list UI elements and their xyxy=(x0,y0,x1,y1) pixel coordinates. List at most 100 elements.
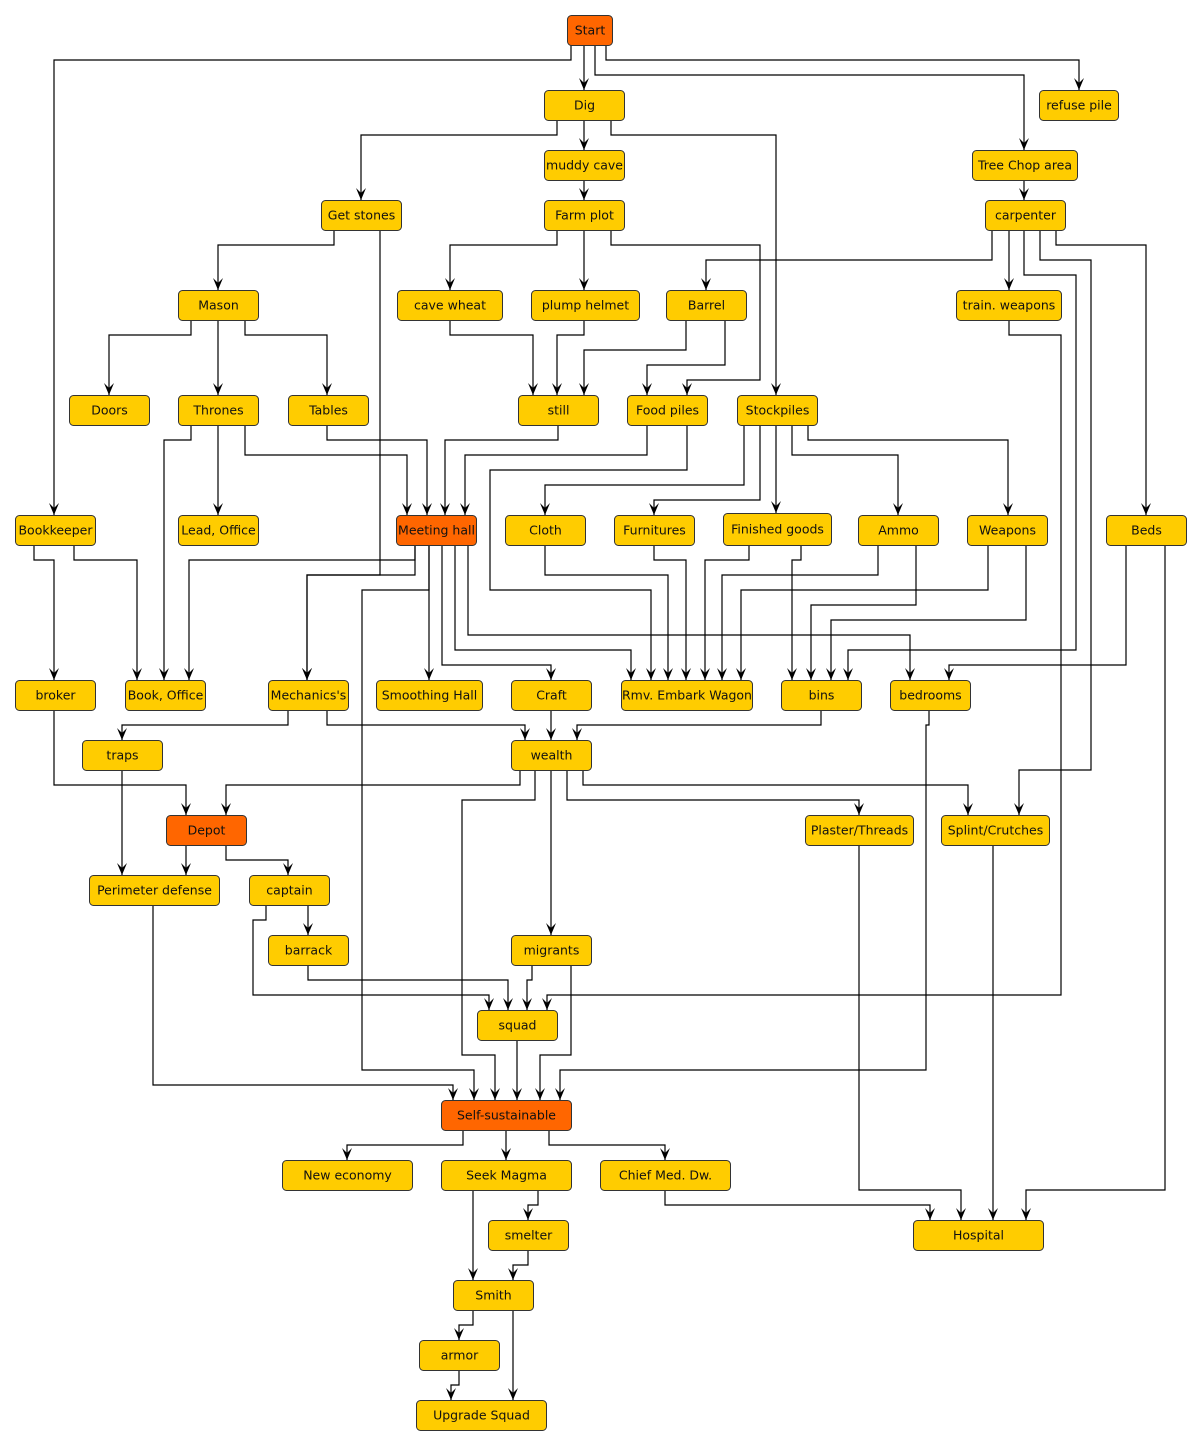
node-box xyxy=(268,935,349,966)
node-box xyxy=(419,1340,500,1371)
node-ammo[interactable]: Ammo xyxy=(858,515,939,546)
edge-bookkeeper-to-bookoffice xyxy=(73,545,138,680)
node-wealth[interactable]: wealth xyxy=(511,740,592,771)
arrowhead-icon xyxy=(663,668,673,680)
node-traps[interactable]: traps xyxy=(82,740,163,771)
node-thrones[interactable]: Thrones xyxy=(178,395,259,426)
node-box xyxy=(249,875,330,906)
edge-cloth-to-rmv xyxy=(544,545,669,680)
node-smelter[interactable]: smelter xyxy=(488,1220,569,1251)
node-muddy[interactable]: muddy cave xyxy=(544,150,625,181)
node-squad[interactable]: squad xyxy=(477,1010,558,1041)
arrowhead-icon xyxy=(552,383,562,395)
edge-start-to-bookkeeper xyxy=(53,45,572,515)
arrowhead-icon xyxy=(1019,138,1029,150)
node-box xyxy=(941,815,1050,846)
arrowhead-icon xyxy=(49,668,59,680)
node-plump[interactable]: plump helmet xyxy=(531,290,640,321)
node-leadoffice[interactable]: Lead, Office xyxy=(178,515,259,546)
node-mechanics[interactable]: Mechanics's xyxy=(268,680,349,711)
node-bookkeeper[interactable]: Bookkeeper xyxy=(15,515,96,546)
node-box xyxy=(125,680,206,711)
node-armor[interactable]: armor xyxy=(419,1340,500,1371)
edge-bins-to-wealth xyxy=(576,710,822,740)
node-broker[interactable]: broker xyxy=(15,680,96,711)
node-chiefmed[interactable]: Chief Med. Dw. xyxy=(600,1160,731,1191)
arrowhead-icon xyxy=(503,998,513,1010)
node-stockpiles[interactable]: Stockpiles xyxy=(737,395,818,426)
node-label: Perimeter defense xyxy=(97,883,212,898)
node-barrack[interactable]: barrack xyxy=(268,935,349,966)
node-captain[interactable]: captain xyxy=(249,875,330,906)
node-start[interactable]: Start xyxy=(567,15,613,46)
node-box xyxy=(567,15,613,46)
node-bins[interactable]: bins xyxy=(781,680,862,711)
arrowhead-icon xyxy=(681,668,691,680)
edge-meeting-to-selfsust xyxy=(361,545,475,1100)
node-neweco[interactable]: New economy xyxy=(282,1160,413,1191)
node-upgrade[interactable]: Upgrade Squad xyxy=(416,1400,547,1431)
node-hospital[interactable]: Hospital xyxy=(913,1220,1044,1251)
node-treechop[interactable]: Tree Chop area xyxy=(972,150,1078,181)
node-bookoffice[interactable]: Book, Office xyxy=(125,680,206,711)
node-cavewheat[interactable]: cave wheat xyxy=(397,290,503,321)
node-beds[interactable]: Beds xyxy=(1106,515,1187,546)
node-rmv[interactable]: Rmv. Embark Wagon xyxy=(621,680,753,711)
node-box xyxy=(511,680,592,711)
node-furnitures[interactable]: Furnitures xyxy=(614,515,695,546)
node-carpenter[interactable]: carpenter xyxy=(985,200,1066,231)
node-label: still xyxy=(548,403,570,418)
node-label: Finished goods xyxy=(731,522,824,537)
node-finished[interactable]: Finished goods xyxy=(723,513,832,546)
node-box xyxy=(967,515,1048,546)
node-magma[interactable]: Seek Magma xyxy=(441,1160,572,1191)
node-splint[interactable]: Splint/Crutches xyxy=(941,815,1050,846)
node-label: Thrones xyxy=(192,403,243,418)
node-box xyxy=(544,150,625,181)
node-label: Plaster/Threads xyxy=(811,823,908,838)
edge-beds-to-hospital xyxy=(1025,545,1166,1220)
node-label: Food piles xyxy=(636,403,699,418)
arrowhead-icon xyxy=(572,728,582,740)
node-smith[interactable]: Smith xyxy=(453,1280,534,1311)
node-depot[interactable]: Depot xyxy=(166,815,247,846)
node-trainw[interactable]: train. weapons xyxy=(956,290,1062,321)
edge-carpenter-to-splint xyxy=(1018,230,1092,815)
node-label: Dig xyxy=(574,98,595,113)
node-bedrooms[interactable]: bedrooms xyxy=(890,680,971,711)
node-doors[interactable]: Doors xyxy=(69,395,150,426)
arrowhead-icon xyxy=(181,803,191,815)
node-label: squad xyxy=(499,1018,537,1033)
node-smoothing[interactable]: Smoothing Hall xyxy=(376,680,483,711)
node-foodpiles[interactable]: Food piles xyxy=(627,395,708,426)
edge-dig-to-getstones xyxy=(360,120,558,200)
node-weapons[interactable]: Weapons xyxy=(967,515,1048,546)
node-still[interactable]: still xyxy=(518,395,599,426)
node-box xyxy=(178,395,259,426)
node-label: plump helmet xyxy=(542,298,629,313)
node-dig[interactable]: Dig xyxy=(544,90,625,121)
arrowhead-icon xyxy=(787,668,797,680)
node-box xyxy=(531,290,640,321)
node-perimeter[interactable]: Perimeter defense xyxy=(89,875,220,906)
node-migrants[interactable]: migrants xyxy=(511,935,592,966)
node-box xyxy=(453,1280,534,1311)
node-craft[interactable]: Craft xyxy=(511,680,592,711)
node-tables[interactable]: Tables xyxy=(288,395,369,426)
arrowhead-icon xyxy=(469,1088,479,1100)
node-getstones[interactable]: Get stones xyxy=(321,200,402,231)
node-selfsust[interactable]: Self-sustainable xyxy=(441,1100,572,1131)
node-label: Weapons xyxy=(979,523,1036,538)
node-refuse[interactable]: refuse pile xyxy=(1039,90,1119,121)
node-meeting[interactable]: Meeting hall xyxy=(396,515,477,546)
node-cloth[interactable]: Cloth xyxy=(505,515,586,546)
node-label: captain xyxy=(266,883,312,898)
node-plaster[interactable]: Plaster/Threads xyxy=(805,815,914,846)
node-farm[interactable]: Farm plot xyxy=(544,200,625,231)
node-mason[interactable]: Mason xyxy=(178,290,259,321)
node-barrel[interactable]: Barrel xyxy=(666,290,747,321)
edge-plaster-to-hospital xyxy=(858,845,962,1220)
arrowhead-icon xyxy=(579,78,589,90)
arrowhead-icon xyxy=(717,668,727,680)
arrowhead-icon xyxy=(646,668,656,680)
